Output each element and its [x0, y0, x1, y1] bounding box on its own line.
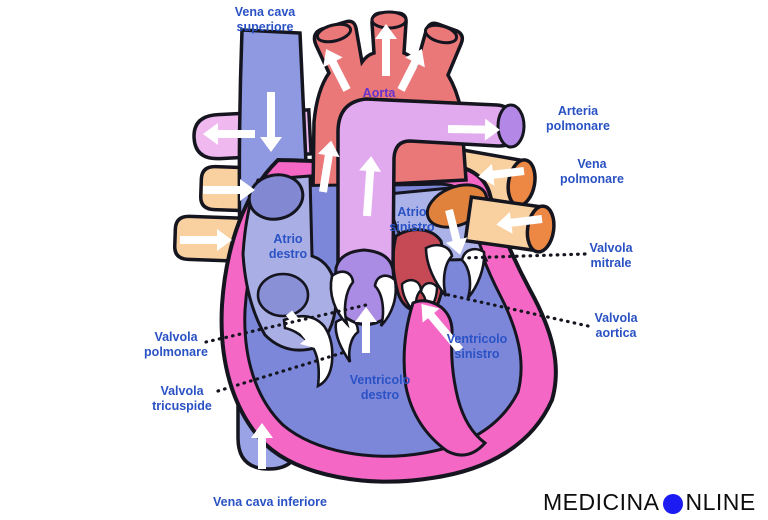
fossa-ovalis-oval [256, 272, 310, 318]
pulmonary-valve [329, 248, 398, 329]
pulmonary-artery-cap [496, 103, 526, 149]
vena-cava-opening-oval [247, 173, 305, 221]
watermark-text-left: MEDICINA [543, 489, 660, 515]
mitral-valve [424, 243, 486, 299]
septum-shape [402, 299, 488, 457]
leader-line-valvola-tricuspide [216, 351, 344, 393]
watermark-dot-icon [663, 493, 684, 514]
watermark-medicina-online: MEDICINA NLINE [543, 489, 756, 516]
leader-line-valvola-polmonare [204, 303, 368, 344]
leader-lines [204, 252, 590, 393]
watermark-text-right: NLINE [685, 489, 756, 515]
leader-line-valvola-aortica [438, 291, 590, 328]
leader-line-valvola-mitrale [461, 252, 587, 260]
